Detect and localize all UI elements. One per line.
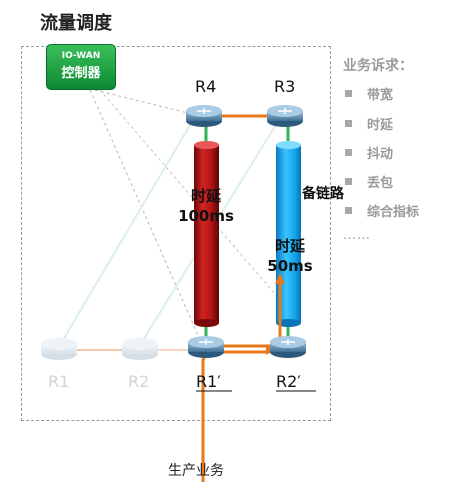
io-wan-controller[interactable]: IO-WAN 控制器 — [46, 44, 116, 90]
bullet-square-icon — [345, 178, 352, 185]
requirements-title: 业务诉求： — [343, 58, 413, 74]
controller-label-line1: IO-WAN — [61, 51, 101, 61]
router-r3-icon[interactable] — [267, 105, 303, 127]
backup-latency-label: 时延 50ms — [264, 236, 316, 276]
requirement-item: 抖动 — [345, 143, 393, 162]
router-r2p-label: R2′ — [276, 372, 301, 391]
primary-latency-label: 时延 100ms — [178, 186, 234, 226]
router-r3-label: R3 — [274, 77, 296, 96]
router-r4-label: R4 — [195, 77, 217, 96]
bullet-square-icon — [345, 149, 352, 156]
bullet-square-icon — [345, 90, 352, 97]
requirement-item: 带宽 — [345, 84, 393, 103]
requirement-item: 时延 — [345, 114, 393, 133]
requirements-more: …… — [343, 228, 371, 243]
bullet-square-icon — [345, 207, 352, 214]
router-r1-label: R1 — [48, 372, 70, 391]
backup-latency-value: 50ms — [267, 257, 313, 275]
primary-latency-title: 时延 — [190, 187, 221, 205]
router-r2-label: R2 — [128, 372, 150, 391]
domain-frame — [21, 46, 331, 421]
primary-link-tube — [194, 141, 219, 327]
router-r2-icon — [122, 338, 158, 360]
controller-label-line2: 控制器 — [61, 66, 101, 81]
page-title: 流量调度 — [40, 13, 112, 34]
controller-link-r4 — [94, 89, 197, 116]
requirement-item: 丢包 — [345, 172, 393, 191]
router-r1p-label: R1′ — [196, 372, 221, 391]
router-r1p-icon[interactable] — [188, 336, 224, 358]
primary-latency-value: 100ms — [178, 207, 234, 225]
router-r4-icon[interactable] — [186, 105, 222, 127]
faded-link-r1-r4 — [59, 114, 197, 346]
production-traffic-label: 生产业务 — [168, 463, 224, 479]
backup-link-label: 备链路 — [302, 186, 344, 202]
controller-link-r3 — [99, 89, 281, 301]
backup-latency-title: 时延 — [274, 237, 305, 255]
requirement-item: 综合指标 — [345, 201, 419, 220]
router-r2p-icon[interactable] — [270, 336, 306, 358]
bullet-square-icon — [345, 120, 352, 127]
router-r1-icon — [41, 338, 77, 360]
